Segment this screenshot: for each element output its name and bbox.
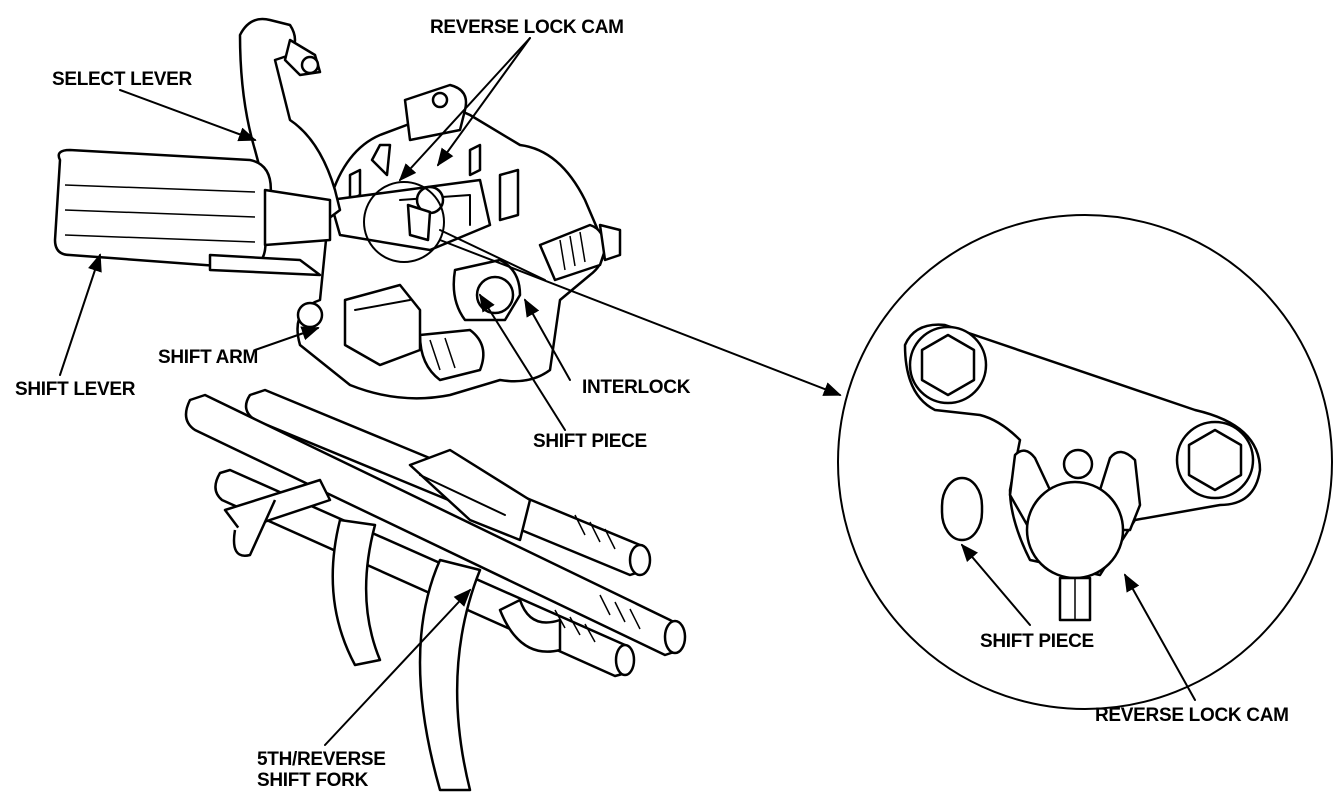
label-reverse-lock-cam-detail: REVERSE LOCK CAM [1095, 705, 1289, 726]
shift-lever [53, 148, 332, 277]
label-shift-lever: SHIFT LEVER [15, 379, 136, 400]
label-select-lever: SELECT LEVER [52, 69, 192, 90]
label-shift-piece-detail: SHIFT PIECE [980, 631, 1094, 652]
detail-view [837, 214, 1333, 710]
label-reverse-lock-cam-top: REVERSE LOCK CAM [430, 17, 624, 38]
hex-bolt-left [908, 325, 988, 405]
shift-housing [296, 83, 622, 400]
label-fork-line2: SHIFT FORK [257, 770, 368, 791]
label-shift-arm: SHIFT ARM [158, 347, 259, 368]
label-fork-line1: 5TH/REVERSE [257, 749, 386, 770]
hex-bolt-right [1175, 420, 1255, 500]
magnify-circle-icon [363, 181, 445, 263]
bolt-right [538, 223, 622, 282]
leader-lines [59, 37, 842, 746]
label-shift-piece-main: SHIFT PIECE [533, 431, 647, 452]
shift-rods [184, 388, 687, 792]
bolt-front [418, 328, 485, 382]
label-interlock: INTERLOCK [582, 377, 691, 398]
interlock-bolt [452, 258, 522, 322]
